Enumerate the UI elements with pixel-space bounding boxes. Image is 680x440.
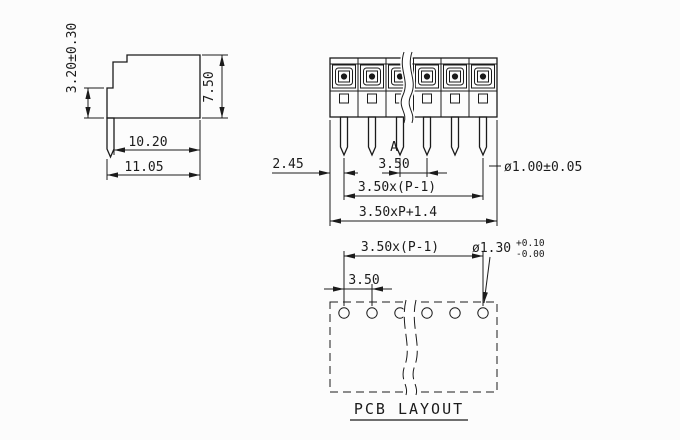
- dim-hole-diameter: ø1.30: [472, 241, 511, 256]
- side-view: 3.20±0.30 7.50 10.20 11.05: [65, 23, 228, 180]
- dim-width-inner: 10.20: [128, 135, 167, 150]
- front-view: 2.45 A 3.50 3.50x(P-1) 3.50xP+1.4 ø1.00±…: [272, 50, 582, 226]
- solder-pin: [367, 116, 377, 156]
- mounting-hole: [449, 307, 461, 319]
- break-line: [402, 299, 408, 396]
- connector-body-side: [106, 54, 201, 119]
- dim-pitch: 3.50: [378, 157, 409, 172]
- break-line: [408, 51, 414, 124]
- mounting-hole: [477, 307, 489, 319]
- datum-label: A: [390, 140, 398, 155]
- tolerance-upper: +0.10: [516, 238, 545, 249]
- solder-pin: [422, 116, 432, 156]
- terminal-cell: [332, 64, 356, 104]
- terminal-cell: [443, 64, 467, 104]
- terminal-cell: [471, 64, 495, 104]
- break-line: [412, 299, 418, 396]
- solder-pin: [478, 116, 488, 156]
- solder-pin: [450, 116, 460, 156]
- dim-pin-offset: 3.20±0.30: [65, 23, 80, 93]
- dim-height: 7.50: [202, 71, 217, 102]
- mounting-hole: [338, 307, 350, 319]
- dim-hole-span: 3.50x(P-1): [361, 240, 439, 255]
- dim-hole-pitch: 3.50: [348, 273, 379, 288]
- tolerance-lower: -0.00: [516, 249, 545, 260]
- mounting-hole: [421, 307, 433, 319]
- terminal-cell: [415, 64, 439, 104]
- break-mask: [402, 298, 419, 397]
- pcb-caption: PCB LAYOUT: [354, 400, 464, 418]
- leader-line: [482, 256, 491, 304]
- solder-pin: [339, 116, 349, 156]
- dim-pin-diameter: ø1.00±0.05: [504, 160, 582, 175]
- mounting-hole: [366, 307, 378, 319]
- break-mask: [399, 50, 416, 126]
- dim-pin-span: 3.50x(P-1): [358, 180, 436, 195]
- break-line: [400, 51, 406, 124]
- dim-width-overall: 11.05: [124, 160, 163, 175]
- dim-edge-to-pin: 2.45: [272, 157, 303, 172]
- pcb-layout: 3.50x(P-1) 3.50 ø1.30 +0.10 -0.00 PCB LA…: [324, 238, 545, 421]
- solder-pin-side: [106, 117, 115, 159]
- terminal-cell: [360, 64, 384, 104]
- dim-overall-width: 3.50xP+1.4: [359, 205, 437, 220]
